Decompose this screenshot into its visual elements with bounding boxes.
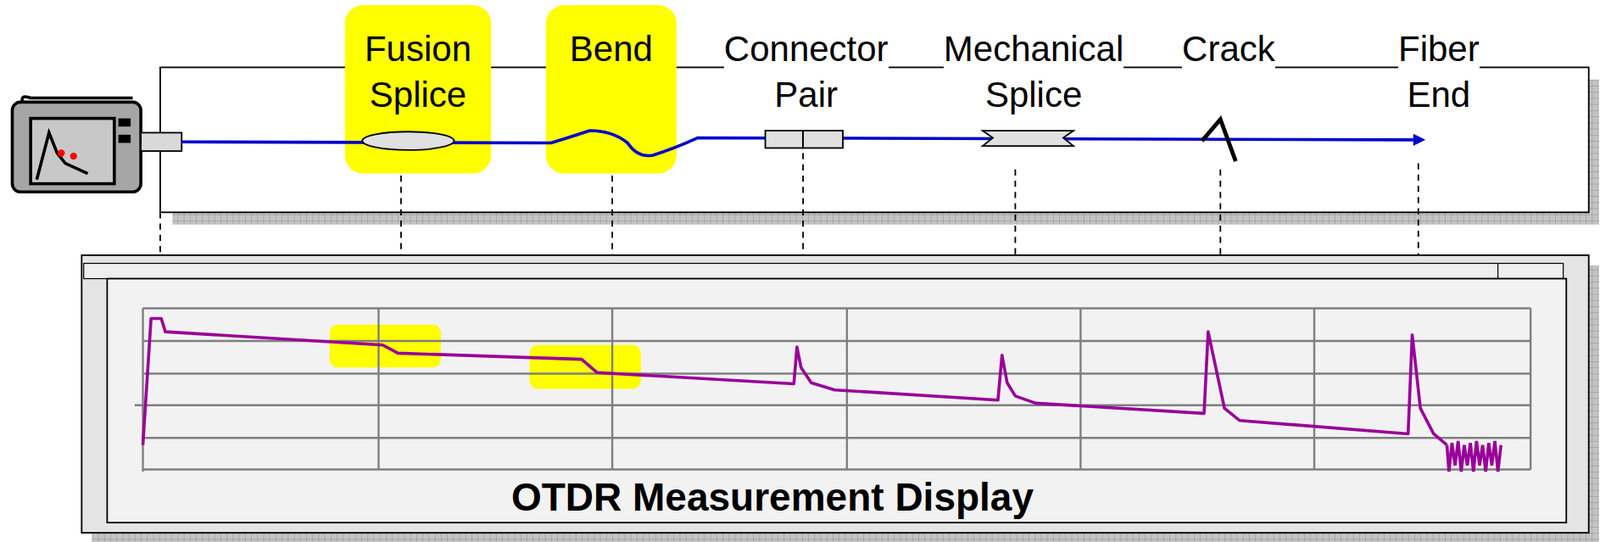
display-grid	[134, 307, 1531, 472]
event-label: Crack	[1143, 26, 1314, 73]
event-label: Connector Pair	[696, 26, 917, 118]
display-shadow	[91, 265, 1599, 542]
highlight-box: Bend	[546, 5, 677, 174]
event-label: Fusion Splice	[345, 26, 491, 118]
display-title: OTDR Measurement Display	[511, 473, 1034, 520]
display-screen	[106, 278, 1567, 524]
fiber	[181, 119, 1426, 162]
event-label: Fiber End	[1379, 26, 1499, 118]
event-label-text: Mechanical Splice	[943, 28, 1124, 115]
display-titlebar	[83, 262, 1564, 279]
display-panel: OTDR Measurement Display	[81, 255, 1589, 533]
event-label-text: Fiber End	[1398, 28, 1480, 115]
event-label-text: Crack	[1181, 28, 1276, 69]
display-frame	[81, 255, 1589, 533]
event-label: Bend	[546, 26, 677, 73]
highlight-fill	[546, 5, 677, 174]
highlight-fill	[345, 5, 491, 174]
trace-highlight	[529, 345, 642, 390]
leader-lines	[160, 153, 1419, 256]
otdr-instrument	[11, 96, 182, 192]
trace-noise	[1446, 440, 1501, 472]
event-label: Mechanical Splice	[923, 26, 1144, 118]
otdr-trace	[143, 317, 1448, 445]
event-label-text: Connector Pair	[724, 28, 889, 115]
highlight-box: Fusion Splice	[345, 5, 491, 174]
